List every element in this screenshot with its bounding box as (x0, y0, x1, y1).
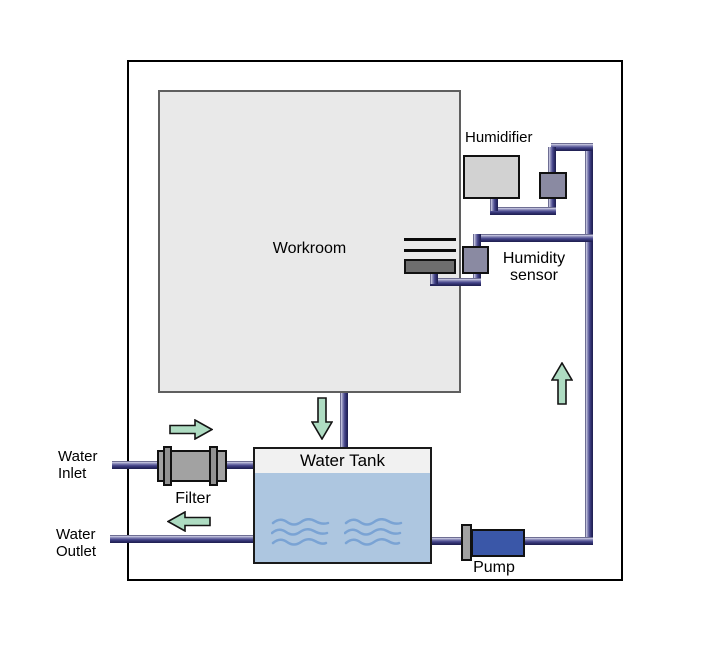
pipe-workroom-drain (340, 393, 348, 449)
vent-line-icon (404, 249, 456, 252)
pipe-valve-bottom (548, 196, 556, 214)
outlet-flow-arrow-icon (167, 511, 211, 532)
sensor-plate (404, 259, 456, 274)
humidifier-valve-box (539, 172, 567, 199)
pipe-sensor-top (473, 234, 593, 242)
riser-flow-arrow-icon (551, 362, 573, 405)
workroom-label: Workroom (272, 240, 347, 257)
vent-line-icon (404, 238, 456, 241)
inlet-flow-arrow-icon (169, 419, 213, 440)
pipe-humidifier-bottom (490, 207, 556, 215)
pipe-sensor-bottom (430, 278, 481, 286)
humidity-sensor-box (462, 246, 489, 274)
water-outlet-label: Water Outlet (56, 526, 97, 560)
pipe-plate-drop (430, 271, 438, 284)
pipe-valve-top (548, 147, 556, 175)
filter-ring (209, 446, 218, 486)
water-waves-icon (344, 518, 403, 546)
pipe-riser (585, 143, 593, 545)
water-tank-label: Water Tank (255, 449, 430, 473)
pipe-humidifier-top (551, 143, 593, 151)
water-inlet-label-line1: Water (58, 448, 98, 465)
water-waves-icon (271, 518, 330, 546)
pipe-humidifier-down (490, 195, 498, 211)
humidity-sensor-label: Humidity sensor (492, 250, 576, 284)
workroom-box (158, 90, 461, 393)
workroom-drain-arrow-icon (311, 397, 333, 440)
pump-body (471, 529, 525, 557)
humidity-sensor-label-line2: sensor (509, 267, 559, 284)
water-inlet-label: Water Inlet (58, 448, 98, 482)
water-outlet-label-line1: Water (56, 526, 96, 543)
water-outlet-label-line2: Outlet (56, 542, 97, 560)
filter-label: Filter (175, 490, 211, 507)
pump-label: Pump (473, 559, 515, 576)
humidity-sensor-label-line1: Humidity (502, 250, 566, 267)
humidifier-box (463, 155, 520, 199)
humidifier-label: Humidifier (465, 129, 533, 146)
water-tank-box: Water Tank (253, 447, 432, 564)
filter-ring (163, 446, 172, 486)
system-boundary-box (127, 60, 623, 581)
pipe-water-outlet (110, 535, 256, 543)
water-inlet-label-line2: Inlet (58, 464, 87, 482)
